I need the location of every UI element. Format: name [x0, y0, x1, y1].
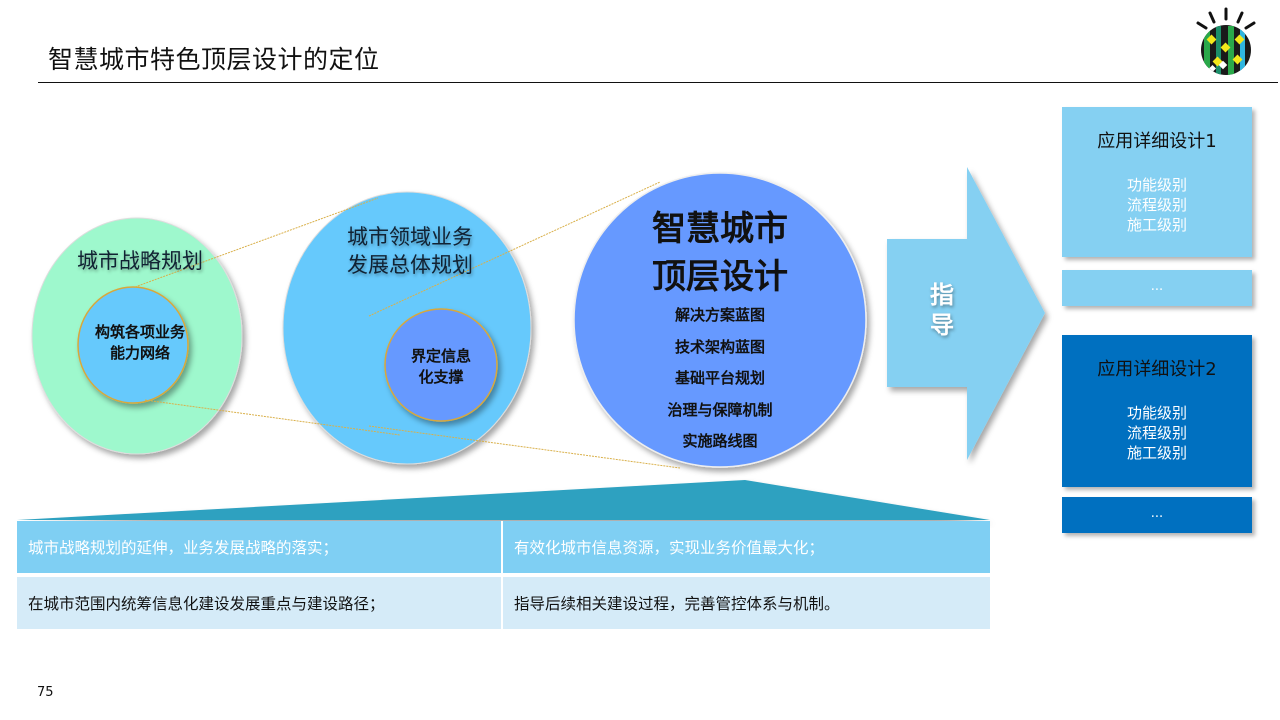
strategy-inner-line-2: 能力网络	[109, 344, 170, 362]
domain-title: 城市领域业务 发展总体规划	[300, 223, 520, 279]
domain-inner-label: 界定信息 化支撑	[380, 346, 502, 388]
positioning-table: 城市战略规划的延伸，业务发展战略的落实； 有效化城市信息资源，实现业务价值最大化…	[17, 521, 990, 629]
detail-design-more-1: ...	[1062, 270, 1252, 306]
level-item: 功能级别	[1126, 404, 1187, 422]
detail-design-more-2: ...	[1062, 497, 1252, 533]
top-design-items: 解决方案蓝图 技术架构蓝图 基础平台规划 治理与保障机制 实施路线图	[600, 300, 840, 458]
strategy-inner-line-1: 构筑各项业务	[94, 323, 185, 341]
domain-title-line-2: 发展总体规划	[347, 253, 473, 277]
title-divider	[38, 82, 1278, 83]
strategy-inner-label: 构筑各项业务 能力网络	[80, 322, 200, 364]
domain-inner-line-1: 界定信息	[410, 347, 471, 365]
top-design-title-line-1: 智慧城市	[652, 209, 788, 249]
ibm-smarter-planet-logo-icon	[1196, 7, 1256, 75]
page-number: 75	[37, 685, 54, 700]
top-design-title-line-2: 顶层设计	[652, 257, 788, 297]
table-roof-shape	[17, 480, 990, 520]
domain-inner-circle	[384, 308, 498, 422]
top-design-circle	[573, 172, 867, 468]
guide-arrow-shape	[887, 167, 1045, 460]
top-design-item: 实施路线图	[682, 432, 758, 450]
detail-design-levels: 功能级别 流程级别 施工级别	[1062, 175, 1252, 235]
detail-design-title: 应用详细设计1	[1097, 131, 1217, 152]
guide-arrow-char-2: 导	[930, 311, 954, 339]
level-item: 施工级别	[1126, 444, 1187, 462]
table-row: 在城市范围内统筹信息化建设发展重点与建设路径； 指导后续相关建设过程，完善管控体…	[17, 573, 990, 629]
strategy-inner-circle	[77, 286, 189, 404]
guide-arrow-label: 指 导	[920, 280, 964, 340]
strategy-title: 城市战略规划	[77, 249, 203, 273]
page-title: 智慧城市特色顶层设计的定位	[48, 45, 380, 74]
table-cell: 指导后续相关建设过程，完善管控体系与机制。	[503, 577, 990, 629]
level-item: 流程级别	[1126, 424, 1187, 442]
top-design-item: 解决方案蓝图	[674, 306, 765, 324]
table-cell: 城市战略规划的延伸，业务发展战略的落实；	[17, 521, 503, 573]
table-cell: 有效化城市信息资源，实现业务价值最大化；	[503, 521, 990, 573]
top-design-item: 技术架构蓝图	[674, 337, 765, 356]
level-item: 施工级别	[1126, 216, 1187, 234]
zoom-connector-lines	[134, 181, 681, 469]
top-design-title: 智慧城市 顶层设计	[590, 205, 850, 301]
detail-design-levels: 功能级别 流程级别 施工级别	[1062, 403, 1252, 463]
detail-design-box-2: 应用详细设计2 功能级别 流程级别 施工级别	[1062, 335, 1252, 487]
top-design-item: 治理与保障机制	[667, 400, 773, 419]
domain-inner-line-2: 化支撑	[418, 368, 464, 386]
table-row: 城市战略规划的延伸，业务发展战略的落实； 有效化城市信息资源，实现业务价值最大化…	[17, 521, 990, 573]
table-cell: 在城市范围内统筹信息化建设发展重点与建设路径；	[17, 577, 503, 629]
level-item: 功能级别	[1126, 176, 1187, 194]
domain-title-line-1: 城市领域业务	[347, 225, 473, 249]
guide-arrow-char-1: 指	[930, 281, 954, 309]
top-design-item: 基础平台规划	[674, 369, 765, 387]
level-item: 流程级别	[1126, 196, 1187, 214]
detail-design-title: 应用详细设计2	[1097, 359, 1217, 380]
detail-design-box-1: 应用详细设计1 功能级别 流程级别 施工级别	[1062, 107, 1252, 257]
